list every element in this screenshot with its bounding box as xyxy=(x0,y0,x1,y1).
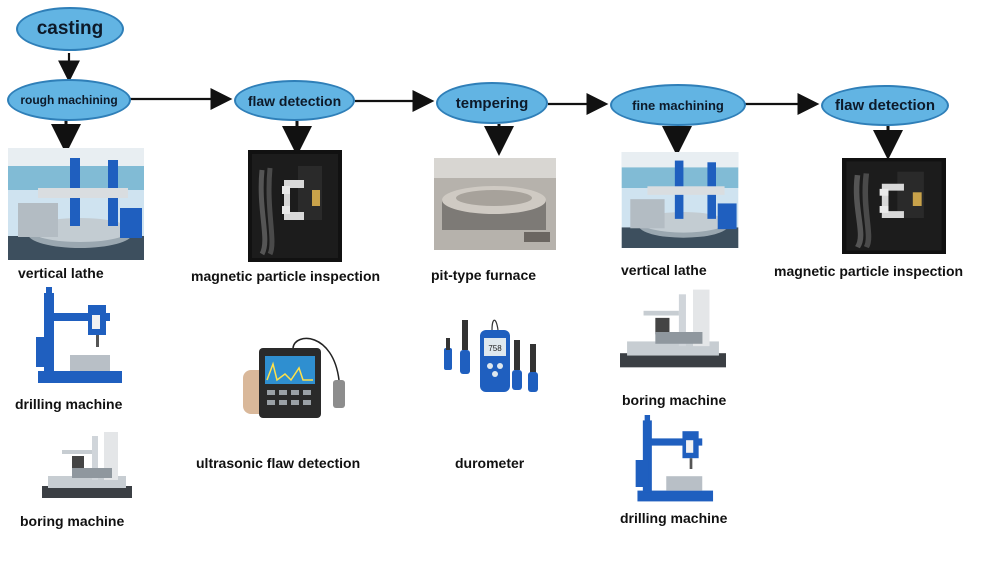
durometer-reading: 758 xyxy=(488,344,502,353)
node-rough-machining: rough machining xyxy=(7,79,131,121)
node-flaw-detection-2: flaw detection xyxy=(821,85,949,126)
durometer-image: 758 xyxy=(444,319,538,392)
drilling-machine-image xyxy=(36,287,122,383)
vertical-lathe-image xyxy=(8,148,144,260)
pit-type-furnace-label: pit-type furnace xyxy=(431,267,537,283)
ultrasonic-flaw-detector-image xyxy=(243,337,345,418)
magnetic-particle-inspection-label-1: magnetic particle inspection xyxy=(191,268,381,284)
boring-machine-image xyxy=(620,289,726,368)
node-flaw-detection-2-label: flaw detection xyxy=(834,97,935,114)
magnetic-particle-inspection-label-2: magnetic particle inspection xyxy=(774,263,964,279)
pit-type-furnace-image xyxy=(434,158,556,250)
drilling-machine-label-1: drilling machine xyxy=(15,396,123,412)
node-casting-label: casting xyxy=(36,18,104,39)
durometer-label: durometer xyxy=(455,455,525,471)
vertical-lathe-label-1: vertical lathe xyxy=(18,265,104,281)
boring-machine-label-1: boring machine xyxy=(20,513,125,529)
drilling-machine-label-2: drilling machine xyxy=(620,510,728,526)
magnetic-yoke-image xyxy=(842,158,946,254)
node-tempering: tempering xyxy=(436,82,548,124)
ultrasonic-flaw-detection-label: ultrasonic flaw detection xyxy=(196,455,361,471)
node-tempering-label: tempering xyxy=(455,94,529,112)
boring-machine-label-2: boring machine xyxy=(622,392,727,408)
boring-machine-image xyxy=(42,432,132,498)
drilling-machine-image xyxy=(635,415,714,502)
node-flaw-detection-1: flaw detection xyxy=(234,80,355,121)
node-fine-machining: fine machining xyxy=(610,84,746,126)
node-rough-machining-label: rough machining xyxy=(20,93,118,107)
vertical-lathe-image xyxy=(621,152,739,248)
node-fine-machining-label: fine machining xyxy=(632,97,724,113)
vertical-lathe-label-2: vertical lathe xyxy=(621,262,707,278)
node-casting: casting xyxy=(16,7,124,51)
magnetic-yoke-image xyxy=(248,150,342,262)
node-flaw-detection-1-label: flaw detection xyxy=(247,92,342,109)
